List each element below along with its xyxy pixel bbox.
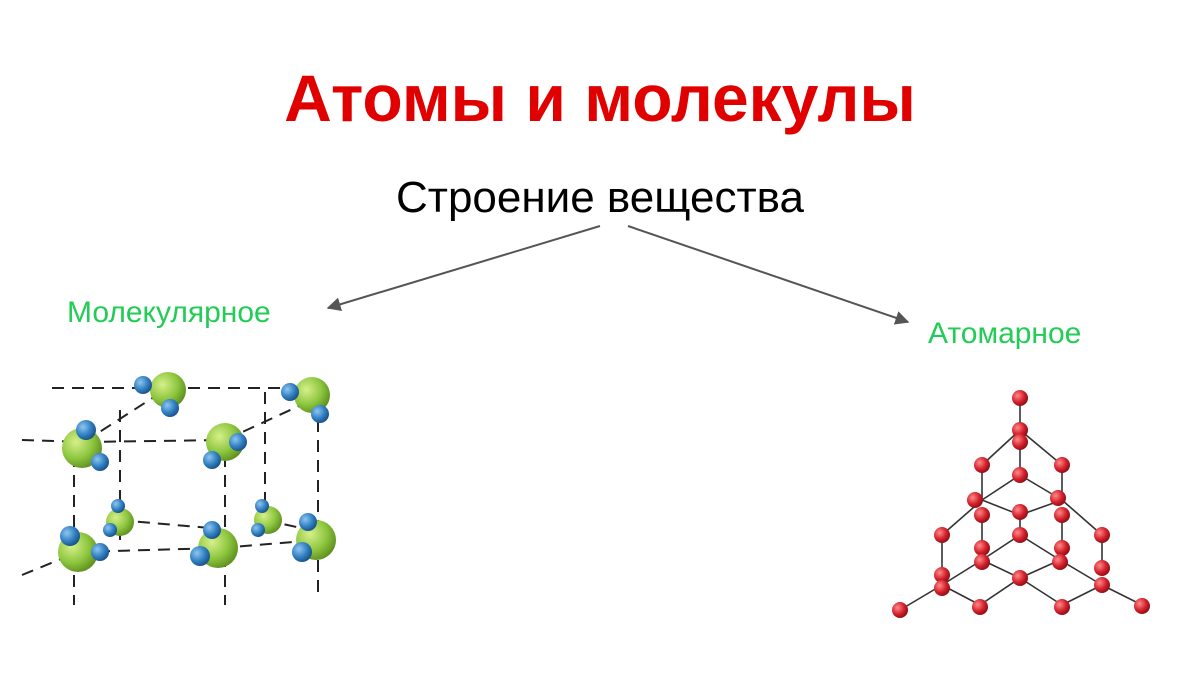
- branch-label-molecular: Молекулярное: [67, 296, 271, 329]
- arrow-to-atomic: [627, 225, 910, 325]
- crystal-atoms: [892, 390, 1150, 618]
- root-node-label: Строение вещества: [396, 173, 804, 222]
- water-molecules: [58, 372, 336, 572]
- branch-label-atomic: Атомарное: [928, 317, 1082, 350]
- diagram-title: Атомы и молекулы: [284, 61, 916, 135]
- arrow-to-molecular: [326, 225, 601, 312]
